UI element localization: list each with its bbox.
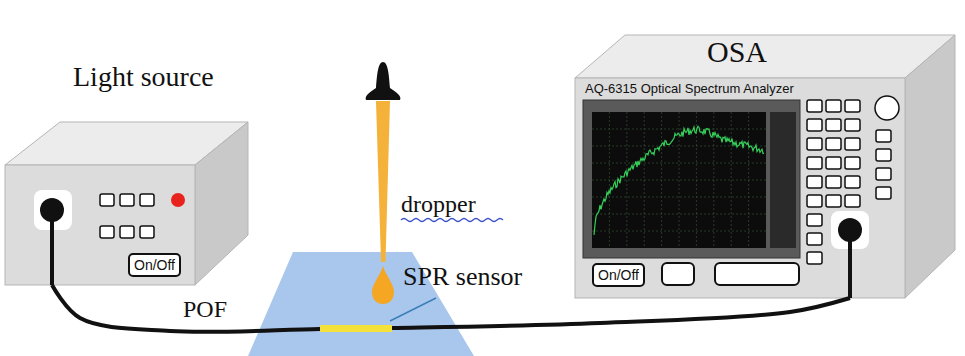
- optical-fiber: [52, 285, 850, 332]
- spr-sensor-segment: [320, 325, 392, 332]
- sensor-label: SPR sensor: [403, 262, 522, 292]
- screen-frame: [583, 100, 800, 258]
- knob: [875, 96, 899, 120]
- model-label: AQ-6315 Optical Spectrum Analyzer: [585, 82, 794, 97]
- power-button: On/Off: [128, 253, 181, 277]
- panel-button: [715, 263, 799, 285]
- screen-menu: [770, 112, 796, 248]
- screen-grid: [592, 112, 766, 248]
- instrument-name: Light source: [73, 61, 214, 93]
- box-front-face: [575, 78, 905, 298]
- tool-label: dropper: [401, 191, 476, 219]
- button-row: [100, 194, 154, 238]
- screen: [592, 112, 766, 248]
- power-button: On/Off: [592, 263, 645, 287]
- box-side-face: [195, 122, 248, 285]
- dropper-tube: [376, 101, 390, 262]
- instrument-box: Light sourceOn/Off: [5, 165, 195, 285]
- dropper-bulb: [366, 62, 401, 100]
- fiber-lead: [848, 230, 852, 298]
- leader-line: [390, 298, 436, 321]
- box-side-face: [905, 35, 955, 298]
- panel-button: [662, 263, 694, 285]
- liquid-drop: [372, 266, 394, 304]
- button-label: On/Off: [130, 255, 179, 275]
- instrument-box: OSAAQ-6315 Optical Spectrum AnalyzerOn/O…: [575, 78, 905, 298]
- fiber-label: POF: [183, 296, 227, 324]
- power-led: [171, 193, 185, 207]
- box-top-face: [575, 35, 955, 78]
- box-front-face: [5, 165, 195, 285]
- instrument-name: OSA: [707, 35, 767, 70]
- spellcheck-underline: [401, 219, 503, 222]
- fiber-lead: [50, 210, 54, 285]
- button-label: On/Off: [594, 265, 643, 285]
- spectrum-trace: [594, 126, 764, 235]
